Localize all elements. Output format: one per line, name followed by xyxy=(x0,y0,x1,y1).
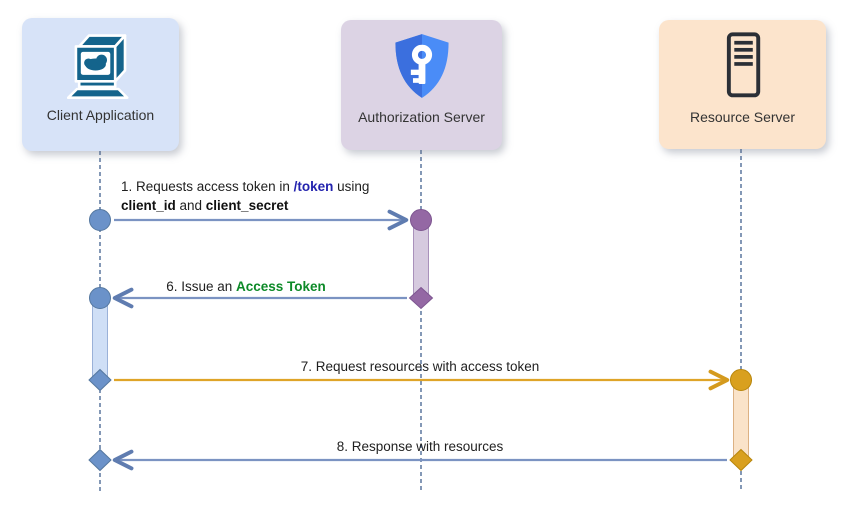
message-7-label: 7. Request resources with access token xyxy=(301,357,540,376)
message-6-text: 6. Issue an xyxy=(166,279,236,294)
actor-label-resource-server: Resource Server xyxy=(689,109,796,125)
message-1-label: 1. Requests access token in /token using… xyxy=(121,177,369,215)
actor-box-resource-server: Resource Server xyxy=(659,20,826,149)
message-1-and-text: and xyxy=(175,198,206,213)
endpoint-circle-auth-msg1 xyxy=(410,209,432,231)
message-6-access-token-keyword: Access Token xyxy=(236,279,326,294)
message-1-token-keyword: /token xyxy=(293,179,334,194)
message-1-client-id-keyword: client_id xyxy=(121,198,176,213)
shield-key-icon xyxy=(385,29,459,105)
message-8-label: 8. Response with resources xyxy=(337,437,504,456)
endpoint-diamond-auth-msg6 xyxy=(408,286,434,310)
endpoint-diamond-client-msg8 xyxy=(88,448,112,472)
actor-box-authorization-server: Authorization Server xyxy=(341,20,502,150)
message-1-client-secret-keyword: client_secret xyxy=(205,198,289,213)
activation-bar-auth-server xyxy=(413,219,429,299)
message-1-line-2: client_id and client_secret xyxy=(121,196,369,215)
message-6-label: 6. Issue an Access Token xyxy=(166,277,326,296)
message-7-text: 7. Request resources with access token xyxy=(300,359,540,374)
actor-label-client-application: Client Application xyxy=(46,107,155,123)
message-1-text-cont: using xyxy=(333,179,370,194)
computer-cloud-icon xyxy=(64,27,138,103)
server-icon xyxy=(706,29,780,105)
endpoint-circle-resource-msg7 xyxy=(730,369,752,391)
activation-bar-client xyxy=(92,297,108,381)
endpoint-circle-client-msg1 xyxy=(89,209,111,231)
endpoint-circle-client-msg6 xyxy=(89,287,111,309)
activation-bar-resource-server xyxy=(733,379,749,461)
actor-label-authorization-server: Authorization Server xyxy=(358,109,485,125)
message-1-line-1: 1. Requests access token in /token using xyxy=(121,177,369,196)
message-1-text: 1. Requests access token in xyxy=(121,179,294,194)
endpoint-diamond-client-msg7 xyxy=(88,368,112,392)
message-8-text: 8. Response with resources xyxy=(336,439,504,454)
endpoint-diamond-resource-msg8 xyxy=(729,448,753,472)
actor-box-client-application: Client Application xyxy=(22,18,179,151)
